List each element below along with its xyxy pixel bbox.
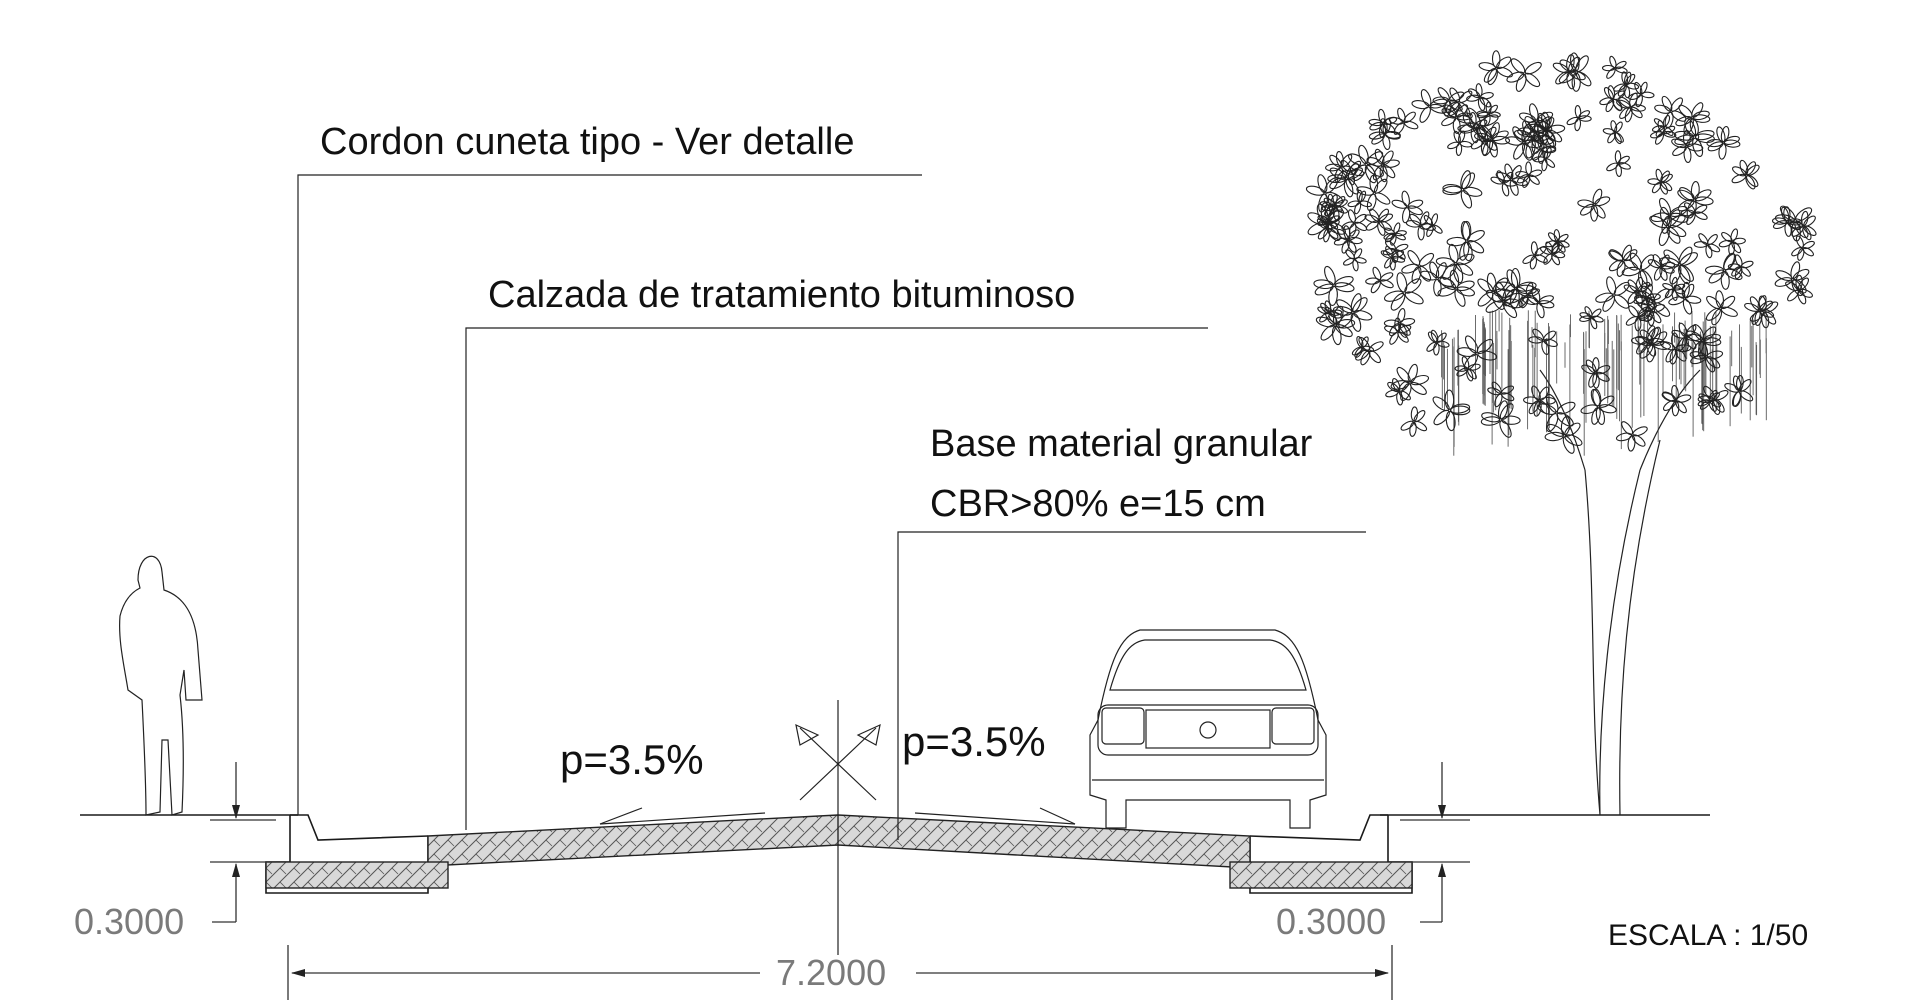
curb-label: Cordon cuneta tipo - Ver detalle bbox=[320, 121, 854, 163]
slope-arrow-right bbox=[914, 807, 1076, 825]
slope-label-left: p=3.5% bbox=[560, 736, 704, 783]
leader-pavement bbox=[465, 327, 1208, 830]
dimension-left-depth-label: 0.3000 bbox=[74, 901, 184, 942]
pedestrian-figure bbox=[119, 555, 203, 816]
right-curb-footing bbox=[1229, 861, 1413, 889]
base-label-line1: Base material granular bbox=[930, 423, 1313, 465]
dimension-total-width-label: 7.2000 bbox=[776, 952, 886, 993]
tree-illustration bbox=[1305, 50, 1817, 816]
slope-arrow-left bbox=[599, 807, 766, 825]
slope-label-right: p=3.5% bbox=[902, 718, 1046, 765]
dimension-right-depth-label: 0.3000 bbox=[1276, 901, 1386, 942]
base-label-line2: CBR>80% e=15 cm bbox=[930, 483, 1266, 525]
centerline bbox=[795, 700, 881, 955]
dimension-left-depth bbox=[210, 762, 276, 923]
scale-label: ESCALA : 1/50 bbox=[1608, 919, 1808, 952]
dimension-total-width bbox=[287, 945, 1393, 1000]
granular-base-layer bbox=[427, 814, 1251, 869]
leader-base bbox=[897, 531, 1366, 840]
pavement-label: Calzada de tratamiento bituminoso bbox=[488, 274, 1075, 316]
dimension-right-depth bbox=[1400, 762, 1470, 923]
left-curb-footing bbox=[265, 861, 449, 889]
car-rear-view bbox=[1089, 629, 1327, 829]
leader-curb bbox=[297, 174, 922, 815]
